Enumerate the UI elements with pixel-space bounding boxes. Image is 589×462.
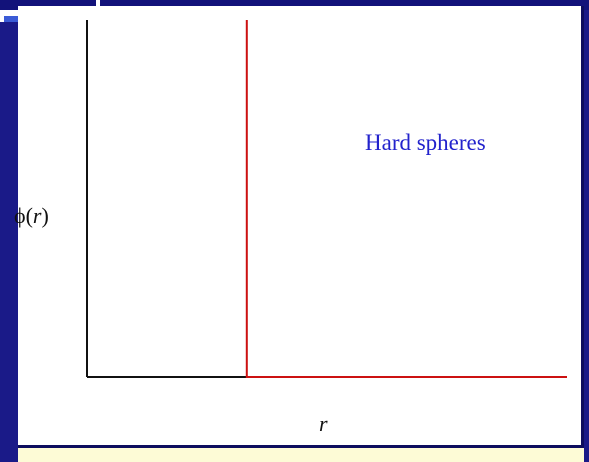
slide-bottom-left bbox=[0, 448, 18, 462]
slide-bottom-strip bbox=[18, 448, 584, 462]
slide-top-accent bbox=[0, 0, 589, 10]
slide-top-accent-mark bbox=[96, 0, 100, 8]
hard-spheres-annotation: Hard spheres bbox=[365, 130, 486, 155]
slide-left-accent-blue bbox=[4, 16, 18, 22]
y-axis-label-prefix: ϕ( bbox=[14, 203, 33, 228]
x-axis-label: r bbox=[319, 411, 328, 436]
y-axis-label: ϕ(r) bbox=[14, 203, 49, 229]
hard-sphere-potential-line bbox=[245, 20, 567, 378]
series-layer bbox=[245, 20, 567, 378]
y-axis-label-variable: r bbox=[32, 203, 42, 228]
y-axis-label-suffix: ) bbox=[41, 203, 49, 228]
chart-panel bbox=[18, 6, 584, 448]
